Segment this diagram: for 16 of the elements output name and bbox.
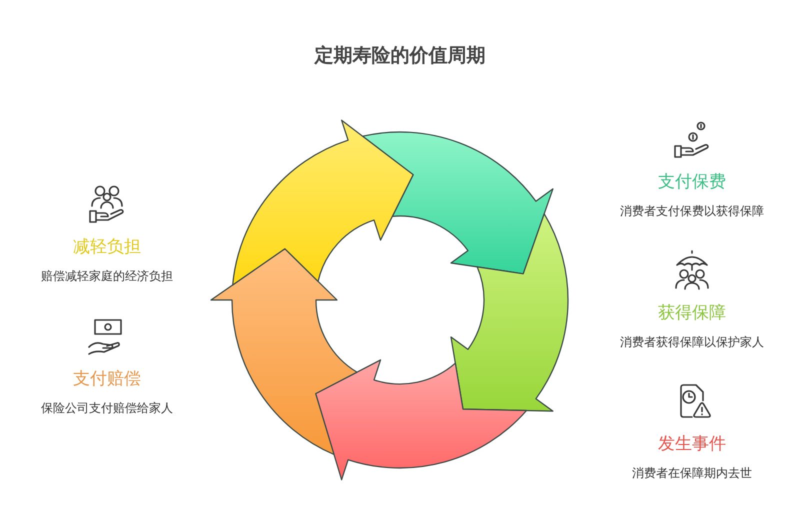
stage-description: 保险公司支付赔偿给家人 bbox=[41, 400, 173, 416]
arrow-segment bbox=[210, 248, 358, 456]
stage-heading: 减轻负担 bbox=[73, 236, 141, 258]
stage-description: 消费者支付保费以获得保障 bbox=[620, 204, 764, 218]
arrow-segment bbox=[232, 120, 414, 286]
stage-heading: 支付赔偿 bbox=[73, 368, 141, 390]
arrow-segment bbox=[315, 359, 528, 480]
stage-description: 消费者在保障期内去世 bbox=[632, 466, 752, 480]
stage-description: 消费者获得保障以保护家人 bbox=[620, 334, 764, 350]
stage-description: 赔偿减轻家庭的经济负担 bbox=[41, 268, 173, 284]
arrow-segment bbox=[450, 213, 569, 412]
stage-heading: 支付保费 bbox=[658, 172, 726, 192]
arrow-segment bbox=[362, 132, 554, 274]
diagram-title: 定期寿险的价值周期 bbox=[314, 44, 486, 68]
stage-heading: 发生事件 bbox=[658, 434, 726, 454]
stage-heading: 获得保障 bbox=[658, 302, 726, 324]
